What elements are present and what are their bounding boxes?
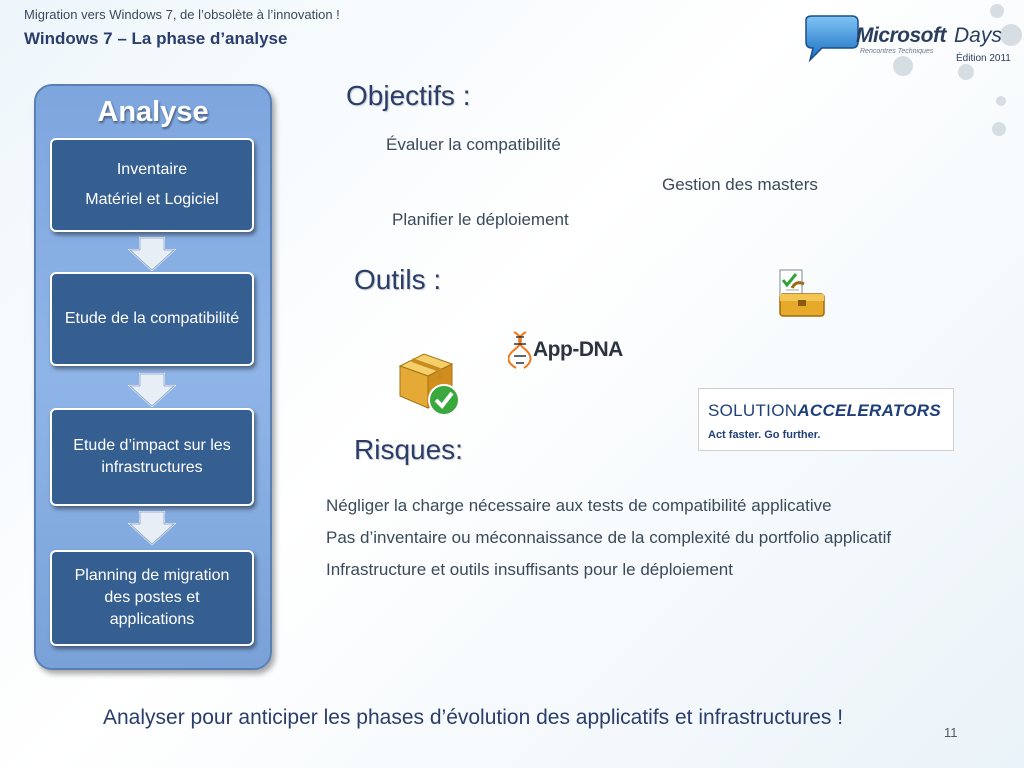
step-inventaire: Inventaire Matériel et Logiciel xyxy=(50,138,254,232)
decor-bubble xyxy=(1000,24,1022,46)
footer-message: Analyser pour anticiper les phases d’évo… xyxy=(103,706,844,729)
step-line: Inventaire xyxy=(116,161,188,178)
analyse-title: Analyse xyxy=(97,96,209,128)
logo-days: Days xyxy=(954,24,1002,47)
logo-tagline: Rencontres Techniques xyxy=(860,48,934,55)
objectif-item: Évaluer la compatibilité xyxy=(386,135,561,154)
solution-word: SOLUTION xyxy=(708,401,798,420)
down-arrow-icon xyxy=(128,237,176,272)
analyse-panel: Analyse Inventaire Matériel et Logiciel … xyxy=(34,84,272,670)
presentation-subtitle: Migration vers Windows 7, de l’obsolète … xyxy=(24,7,340,22)
decor-bubble xyxy=(893,56,913,76)
down-arrow-icon xyxy=(128,511,176,546)
risque-item: Pas d’inventaire ou méconnaissance de la… xyxy=(326,528,892,547)
objectif-item: Gestion des masters xyxy=(662,175,818,194)
decor-bubble xyxy=(996,96,1006,106)
risques-list: Négliger la charge nécessaire aux tests … xyxy=(326,493,966,589)
step-line: Planning de migration des postes et appl… xyxy=(74,567,230,628)
risque-item: Infrastructure et outils insuffisants po… xyxy=(326,560,733,579)
down-arrow-icon xyxy=(128,373,176,408)
objectif-item: Planifier le déploiement xyxy=(392,210,569,229)
step-line: Etude de la compatibilité xyxy=(64,310,240,327)
package-check-icon xyxy=(398,353,460,416)
logo-brand: Microsoft xyxy=(856,24,947,47)
outils-title: Outils : xyxy=(354,264,442,295)
speech-bubble-icon xyxy=(805,15,859,63)
solution-accelerators-tagline: Act faster. Go further. xyxy=(708,429,821,441)
page-number: 11 xyxy=(944,725,958,740)
logo-edition: Édition 2011 xyxy=(956,53,1011,64)
risque-item: Négliger la charge nécessaire aux tests … xyxy=(326,496,832,515)
appdna-logo-text: App-DNA xyxy=(533,338,623,361)
risques-title: Risques: xyxy=(354,434,463,465)
microsoft-days-logo: Microsoft Days Rencontres Techniques Édi… xyxy=(800,10,1020,70)
decor-bubble xyxy=(958,64,974,80)
step-impact: Etude d’impact sur les infrastructures xyxy=(50,408,254,506)
decor-bubble xyxy=(990,4,1004,18)
decor-bubble xyxy=(992,122,1006,136)
solution-accelerators-title: SOLUTIONACCELERATORS xyxy=(708,401,941,421)
step-compatibilite: Etude de la compatibilité xyxy=(50,272,254,366)
step-line: Etude d’impact sur les infrastructures xyxy=(73,437,231,476)
step-planning: Planning de migration des postes et appl… xyxy=(50,550,254,646)
dna-icon xyxy=(508,331,532,369)
accelerators-word: ACCELERATORS xyxy=(797,401,942,420)
objectifs-title: Objectifs : xyxy=(346,80,471,111)
toolbox-checklist-icon xyxy=(779,269,825,317)
solution-accelerators-logo: SOLUTIONACCELERATORS Act faster. Go furt… xyxy=(698,388,954,451)
step-line: Matériel et Logiciel xyxy=(85,191,219,208)
slide-title: Windows 7 – La phase d’analyse xyxy=(24,29,288,48)
